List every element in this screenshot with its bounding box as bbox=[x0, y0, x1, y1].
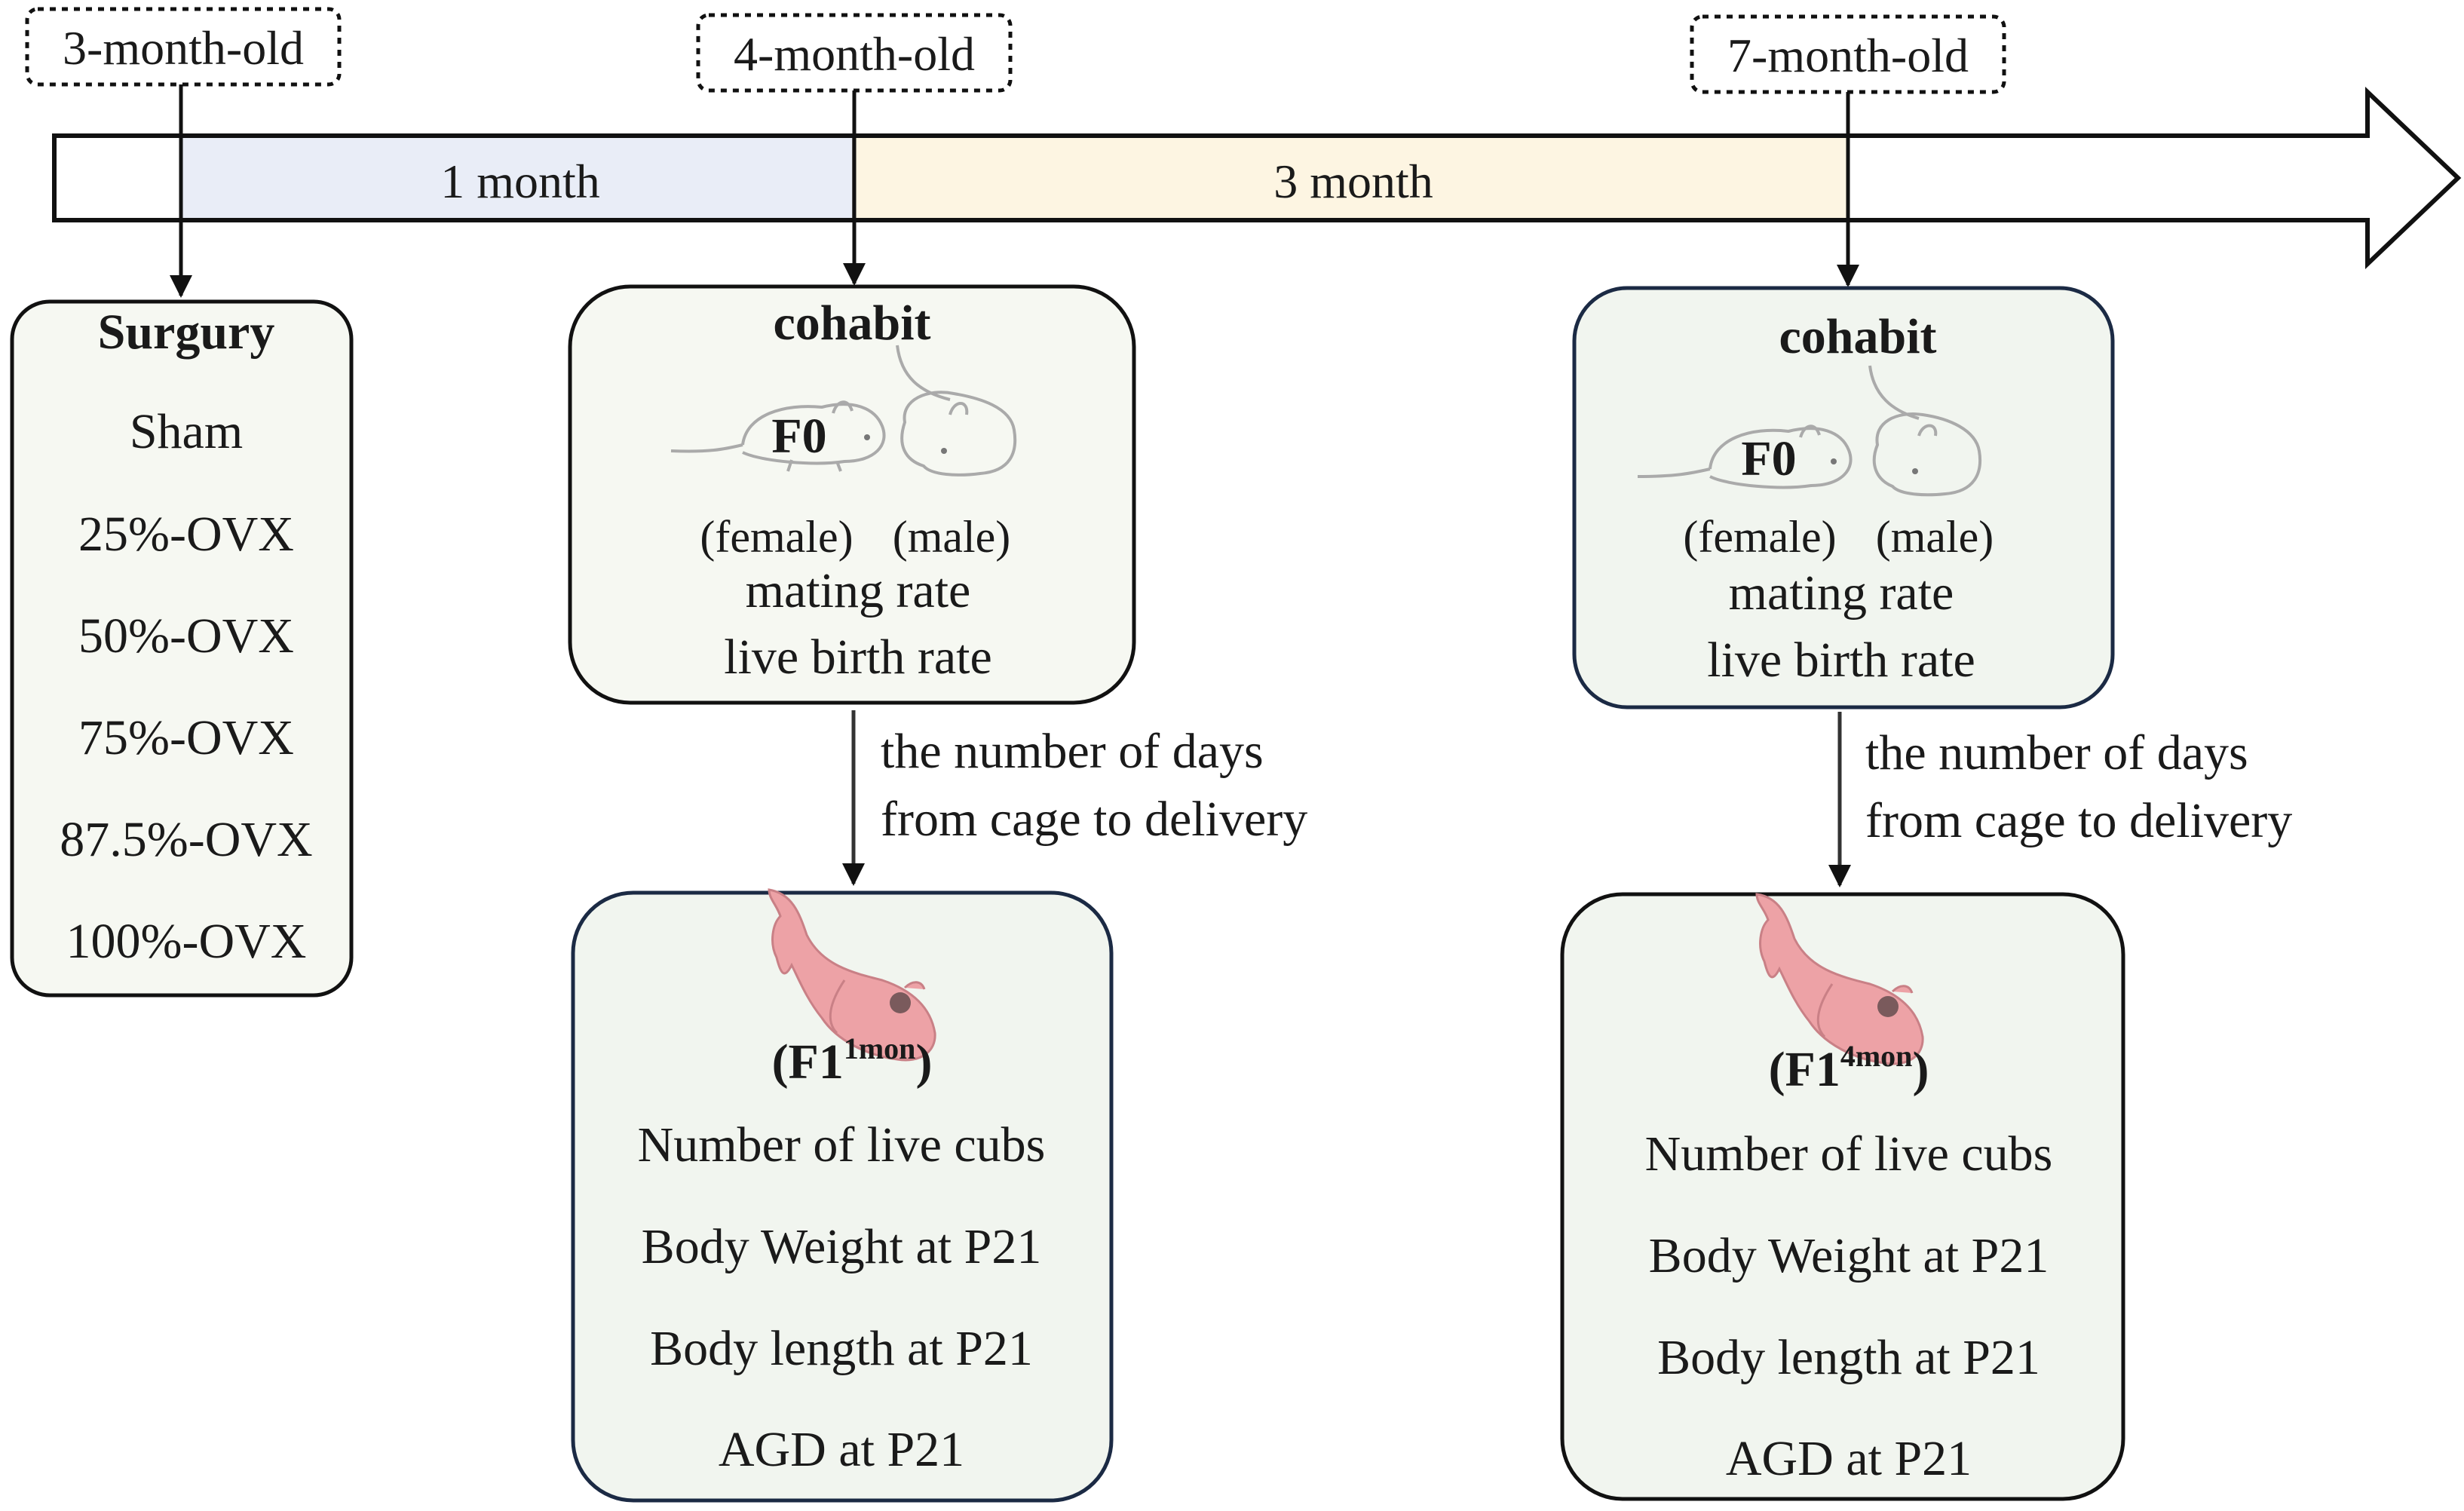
surgery-group: Sham bbox=[130, 404, 243, 459]
surgery-group: 87.5%-OVX bbox=[60, 812, 312, 867]
offspring-metric: Body Weight at P21 bbox=[1649, 1228, 2049, 1283]
surgery-group: 50%-OVX bbox=[78, 608, 294, 664]
svg-text:4-month-old: 4-month-old bbox=[734, 27, 975, 81]
cohabit-title: cohabit bbox=[773, 296, 930, 351]
cohabit-metric: mating rate bbox=[1729, 565, 1954, 621]
pup-icon bbox=[1755, 893, 1924, 1065]
delivery-label-line2: from cage to delivery bbox=[881, 792, 1307, 847]
offspring-box-1: (F11mon) Number of live cubs Body Weight… bbox=[571, 888, 1114, 1503]
period-band-1 bbox=[181, 138, 854, 218]
period-band-2 bbox=[854, 138, 1847, 218]
female-label: (female) bbox=[1683, 512, 1836, 562]
offspring-metric: Number of live cubs bbox=[638, 1117, 1046, 1172]
svg-text:7-month-old: 7-month-old bbox=[1727, 29, 1969, 82]
male-mouse-icon bbox=[1868, 365, 1981, 497]
offspring-metric: AGD at P21 bbox=[1726, 1431, 1972, 1486]
offspring-metric: Body length at P21 bbox=[1657, 1330, 2040, 1385]
female-mouse-icon bbox=[1637, 424, 1853, 489]
surgery-title: Surgury bbox=[98, 305, 275, 360]
offspring-metric: Body Weight at P21 bbox=[642, 1219, 1042, 1274]
surgery-box: Surgury Sham 25%-OVX 50%-OVX 75%-OVX 87.… bbox=[10, 299, 354, 998]
cohabit-title: cohabit bbox=[1779, 309, 1936, 364]
offspring-metric: Number of live cubs bbox=[1645, 1126, 2053, 1182]
generation-label: F0 bbox=[1741, 431, 1796, 486]
period-label-1: 1 month bbox=[440, 155, 600, 208]
offspring-label: (F14mon) bbox=[1769, 1039, 1929, 1097]
pup-icon bbox=[768, 888, 936, 1062]
female-mouse-icon bbox=[670, 400, 886, 472]
male-label: (male) bbox=[1876, 512, 1994, 562]
cohabit-box-2: cohabit F0 (female) (male) mating rate l… bbox=[1572, 286, 2115, 710]
male-label: (male) bbox=[893, 512, 1011, 562]
surgery-group: 25%-OVX bbox=[78, 507, 294, 562]
timeline-arrow: 1 month 3 month bbox=[52, 87, 2462, 269]
surgery-group: 75%-OVX bbox=[78, 710, 294, 765]
svg-text:3-month-old: 3-month-old bbox=[63, 21, 304, 75]
offspring-metric: Body length at P21 bbox=[650, 1321, 1033, 1376]
delivery-label-line2: from cage to delivery bbox=[1865, 793, 2292, 848]
male-mouse-icon bbox=[896, 345, 1017, 477]
offspring-box-2: (F14mon) Number of live cubs Body Weight… bbox=[1560, 892, 2125, 1501]
cohabit-metric: mating rate bbox=[746, 563, 971, 618]
cohabit-metric: live birth rate bbox=[1707, 633, 1975, 688]
offspring-metric: AGD at P21 bbox=[719, 1422, 964, 1477]
age-label-7mo: 7-month-old bbox=[1690, 14, 2006, 94]
age-label-4mo: 4-month-old bbox=[696, 13, 1013, 93]
period-label-2: 3 month bbox=[1273, 155, 1433, 208]
age-label-3mo: 3-month-old bbox=[25, 7, 342, 87]
female-label: (female) bbox=[700, 512, 853, 562]
surgery-group: 100%-OVX bbox=[66, 914, 307, 969]
generation-label: F0 bbox=[771, 409, 826, 464]
delivery-label-line1: the number of days bbox=[1865, 725, 2248, 780]
offspring-label: (F11mon) bbox=[772, 1031, 933, 1090]
delivery-label-line1: the number of days bbox=[881, 724, 1264, 779]
cohabit-box-1: cohabit F0 (female) (male) mating rate l… bbox=[568, 284, 1136, 705]
cohabit-metric: live birth rate bbox=[724, 630, 992, 685]
